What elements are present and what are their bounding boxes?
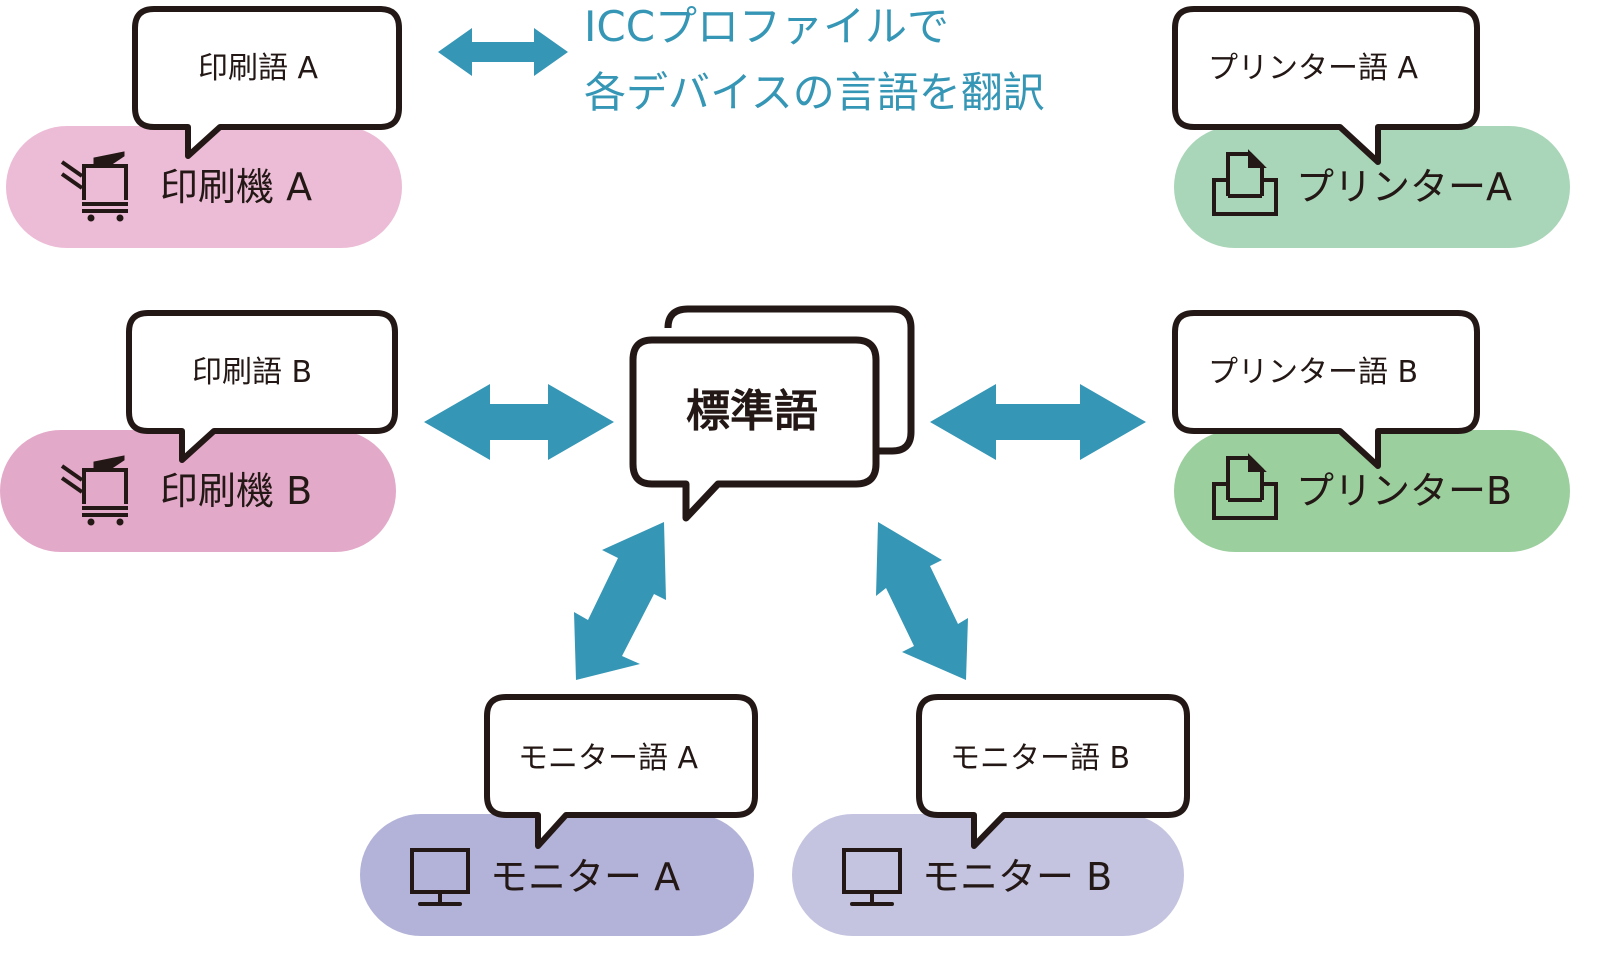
double-arrow-monitor-a bbox=[574, 522, 666, 680]
language-bubble-monitor-a: モニター語 A bbox=[484, 694, 758, 849]
language-label: プリンター語 B bbox=[1208, 355, 1419, 390]
printing-press-icon bbox=[60, 455, 128, 526]
monitor-icon bbox=[410, 848, 470, 906]
caption-line-1: ICCプロファイルで bbox=[584, 2, 950, 51]
device-name: 印刷機 B bbox=[160, 469, 313, 513]
language-label: プリンター語 A bbox=[1208, 51, 1419, 86]
legend-double-arrow bbox=[438, 28, 568, 76]
printer-icon bbox=[1212, 149, 1278, 216]
language-label: モニター語 A bbox=[518, 741, 699, 776]
device-name: モニター A bbox=[490, 855, 681, 899]
device-press-a bbox=[6, 126, 402, 248]
language-bubble-press-b: 印刷語 B bbox=[126, 310, 398, 463]
device-press-b bbox=[0, 430, 396, 552]
device-name: プリンターB bbox=[1296, 469, 1513, 513]
device-monitor-a bbox=[360, 814, 754, 936]
caption-line-2: 各デバイスの言語を翻訳 bbox=[584, 68, 1045, 117]
language-bubble-printer-b: プリンター語 B bbox=[1172, 310, 1482, 469]
standard-language-bubble: 標準語 bbox=[629, 305, 920, 522]
language-label: 印刷語 A bbox=[198, 51, 319, 86]
language-label: モニター語 B bbox=[950, 741, 1131, 776]
standard-language-label: 標準語 bbox=[686, 386, 818, 437]
double-arrow-monitor-b bbox=[876, 522, 968, 680]
language-bubble-printer-a: プリンター語 A bbox=[1172, 6, 1482, 165]
device-name: 印刷機 A bbox=[160, 165, 313, 209]
double-arrow-press-b bbox=[424, 384, 614, 460]
language-bubble-press-a: 印刷語 A bbox=[132, 6, 402, 159]
language-bubble-monitor-b: モニター語 B bbox=[916, 694, 1190, 849]
double-arrow-printer-b bbox=[930, 384, 1146, 460]
device-name: モニター B bbox=[922, 855, 1113, 899]
printing-press-icon bbox=[60, 151, 128, 222]
printer-icon bbox=[1212, 453, 1278, 520]
device-name: プリンターA bbox=[1296, 165, 1512, 209]
caption: ICCプロファイルで 各デバイスの言語を翻訳 bbox=[584, 0, 1045, 126]
monitor-icon bbox=[842, 848, 902, 906]
language-label: 印刷語 B bbox=[192, 355, 313, 390]
